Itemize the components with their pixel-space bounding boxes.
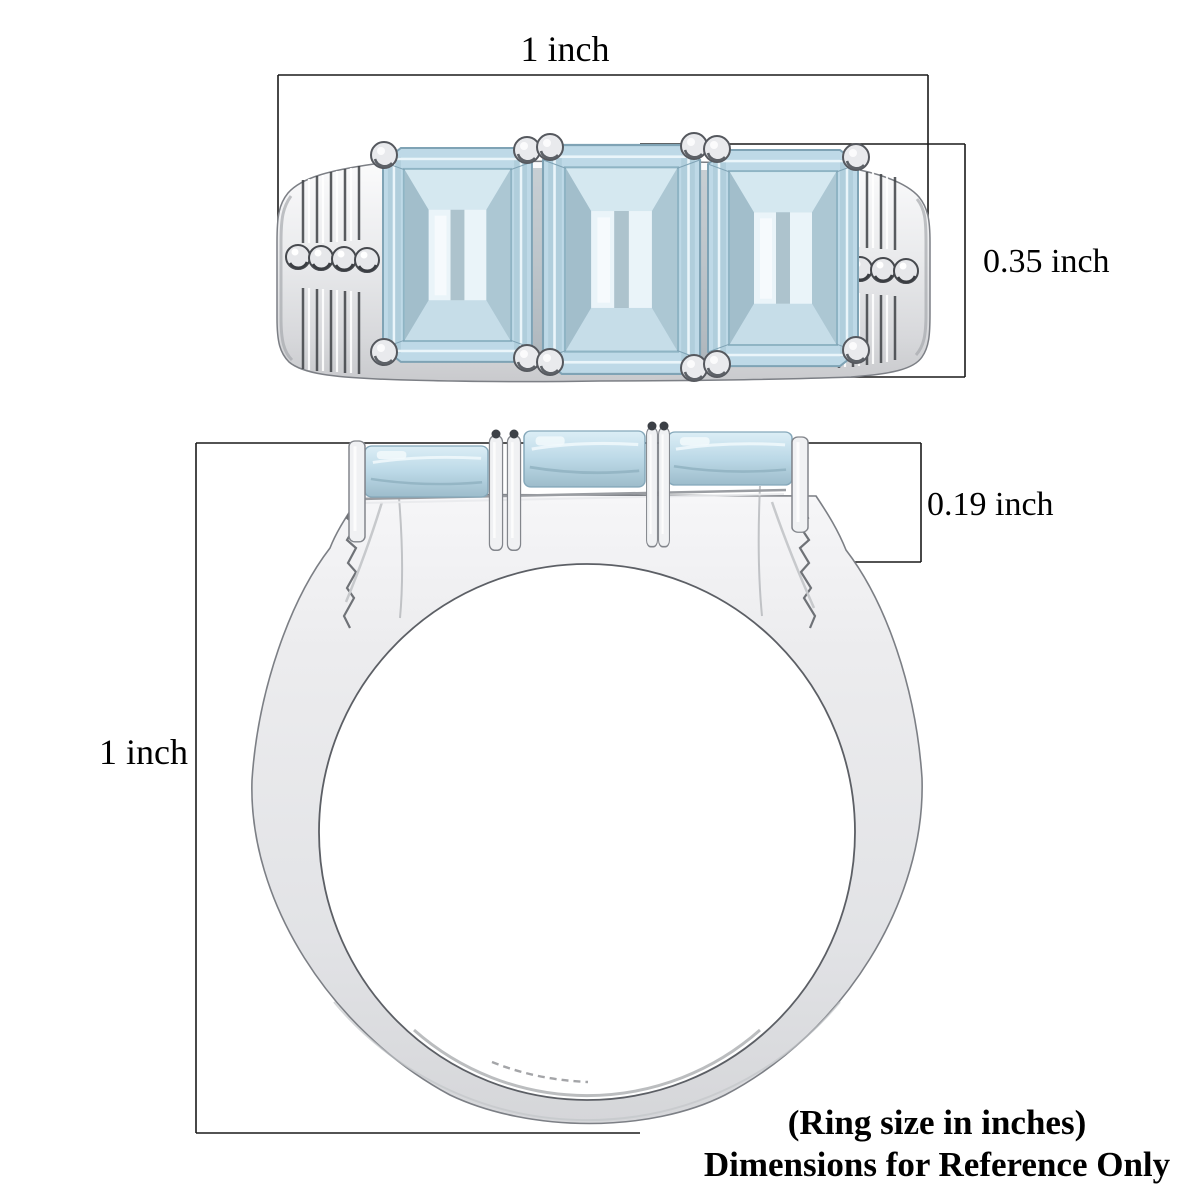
band-height-label: 0.35 inch	[983, 243, 1110, 280]
right-gemstone	[706, 148, 860, 368]
center-gemstone	[541, 143, 702, 376]
ring-top-view	[276, 131, 931, 383]
top-view-gemstones	[381, 143, 860, 376]
side-height-label: 1 inch	[99, 732, 188, 772]
side-view-gemstones	[363, 429, 794, 499]
side-view-prongs	[347, 421, 810, 552]
footnote-ring-size: (Ring size in inches)	[787, 1103, 1087, 1142]
ring-side-view	[251, 421, 923, 1125]
center-gemstone-side	[522, 429, 647, 489]
right-gemstone-side	[666, 430, 794, 487]
left-gemstone	[381, 146, 534, 364]
inner-band-hallmark	[491, 1060, 589, 1084]
setting-height-label: 0.19 inch	[927, 486, 1054, 523]
left-shoulder-ribs	[301, 166, 361, 374]
footnote-dimensions: Dimensions for Reference Only	[703, 1145, 1171, 1184]
left-gemstone-side	[363, 444, 490, 499]
top-width-label: 1 inch	[520, 29, 610, 69]
